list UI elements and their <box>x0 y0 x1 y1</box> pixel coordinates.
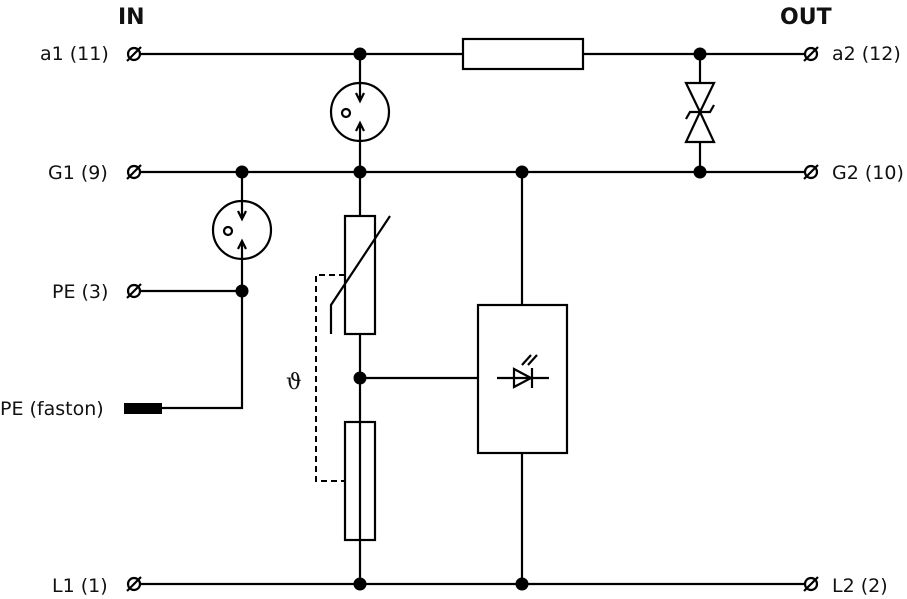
terminal-label-pe3: PE (3) <box>52 281 108 303</box>
series-resistor <box>461 37 585 71</box>
thermal-fuse-icon <box>343 420 377 584</box>
in-header: IN <box>118 5 145 30</box>
terminal-label-a2: a2 (12) <box>832 43 901 65</box>
tvs-diode-icon <box>684 54 716 172</box>
gas-arrester-g-pe-icon <box>211 172 273 291</box>
thermal-coupling-line <box>315 274 345 482</box>
terminal-g2-icon <box>803 164 819 180</box>
terminal-label-l2: L2 (2) <box>832 575 888 597</box>
terminal-l1-icon <box>126 576 142 592</box>
terminal-label-a1: a1 (11) <box>40 43 109 65</box>
terminal-label-l1: L1 (1) <box>52 575 108 597</box>
thermal-symbol: ϑ <box>286 370 302 395</box>
terminal-g1-icon <box>126 164 142 180</box>
led-icon <box>497 354 549 389</box>
terminal-label-g2: G2 (10) <box>832 162 904 184</box>
terminal-label-pe-faston: PE (faston) <box>0 398 104 420</box>
out-header: OUT <box>780 5 832 30</box>
terminal-l2-icon <box>803 576 819 592</box>
gas-arrester-a-g-icon <box>329 54 391 172</box>
wire-pe-faston <box>162 291 244 410</box>
faston-connector-icon <box>124 403 162 414</box>
led-module <box>360 172 569 584</box>
ptc-thermistor-icon <box>329 172 391 422</box>
terminal-label-g1: G1 (9) <box>48 162 108 184</box>
junction-dots <box>235 47 707 591</box>
terminal-pe3-icon <box>126 283 142 299</box>
terminal-a2-icon <box>803 46 819 62</box>
terminal-a1-icon <box>126 46 142 62</box>
